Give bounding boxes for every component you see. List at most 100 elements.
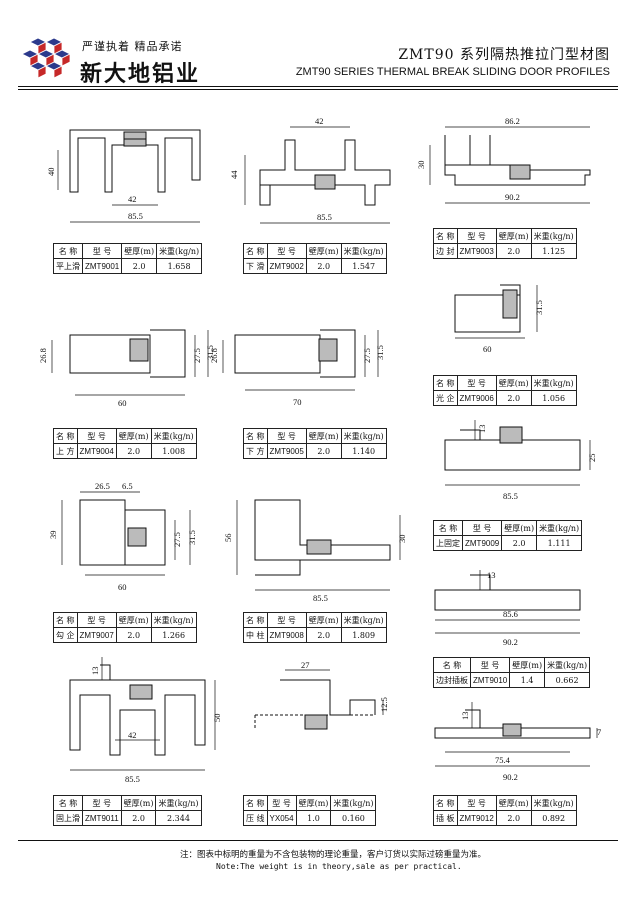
dim-label: 40 [46,168,56,177]
spec-header-cell: 型 号 [461,520,503,536]
spec-thickness-cell: 1.4 [509,672,546,688]
spec-header-row: 名 称型 号壁厚(m)米重(kg/n) [243,243,387,259]
dim-label: 42 [315,116,324,126]
spec-name-cell: 下 方 [243,443,268,459]
spec-name-cell: 插 板 [433,810,458,826]
spec-header-cell: 壁厚(m) [495,375,532,391]
spec-thickness-cell: 2.0 [115,627,152,643]
dim-label: 27.5 [362,348,372,363]
drawing-zmt9009: 13 25 85.5 [444,420,597,501]
spec-header-cell: 名 称 [243,428,268,444]
spec-header-cell: 壁厚(m) [501,520,538,536]
dim-label: 25 [587,454,597,463]
spec-weight-cell: 1.008 [150,443,197,459]
spec-header-cell: 米重(kg/n) [340,612,387,628]
spec-weight-cell: 0.662 [544,672,591,688]
dim-label: 13 [487,570,496,580]
dim-label: 85.5 [125,774,140,784]
spec-code-cell: ZMT9005 [266,443,307,459]
dim-label: 30 [397,535,407,544]
dim-label: 85.5 [128,211,143,221]
drawing-zmt9002: 42 44 85.5 [229,116,391,224]
spec-header-cell: 壁厚(m) [305,428,342,444]
dim-label: 85.5 [317,212,332,222]
spec-header-cell: 名 称 [433,228,458,244]
dim-label: 31.5 [375,345,385,360]
spec-header-cell: 名 称 [243,795,268,811]
spec-header-cell: 米重(kg/n) [155,795,202,811]
dim-label: 44 [229,170,239,179]
drawing-zmt9005: 26.8 27.5 31.5 70 [209,329,385,407]
dim-label: 86.2 [505,116,520,126]
spec-weight-cell: 1.658 [156,258,203,274]
spec-header-cell: 米重(kg/n) [340,243,387,259]
spec-header-cell: 型 号 [266,795,297,811]
spec-header-row: 名 称型 号壁厚(m)米重(kg/n) [433,375,577,391]
spec-code-cell: ZMT9004 [76,443,117,459]
spec-header-cell: 米重(kg/n) [330,795,377,811]
spec-name-cell: 上 方 [53,443,78,459]
spec-header-cell: 名 称 [243,612,268,628]
spec-header-row: 名 称型 号壁厚(m)米重(kg/n) [243,612,387,628]
dim-label: 27.5 [172,532,182,547]
spec-name-cell: 上固定 [433,535,463,551]
spec-code-cell: ZMT9002 [266,258,307,274]
drawing-zmt9003: 86.2 30 90.2 [416,116,591,204]
spec-code-cell: ZMT9003 [456,243,497,259]
spec-weight-cell: 1.111 [536,535,583,551]
spec-weight-cell: 1.547 [340,258,387,274]
spec-header-cell: 壁厚(m) [115,612,152,628]
spec-header-cell: 名 称 [53,428,78,444]
dim-label: 31.5 [187,530,197,545]
spec-weight-cell: 1.056 [530,390,577,406]
dim-label: 6.5 [122,481,133,491]
spec-header-row: 名 称型 号壁厚(m)米重(kg/n) [243,428,387,444]
company-logo [22,38,71,79]
drawing-yx054: 27 12.5 [254,660,389,730]
spec-header-cell: 名 称 [433,795,458,811]
spec-code-cell: ZMT9006 [456,390,497,406]
dim-label: 12.5 [379,697,389,712]
spec-weight-cell: 1.125 [530,243,577,259]
spec-header-cell: 米重(kg/n) [156,243,203,259]
spec-header-row: 名 称型 号壁厚(m)米重(kg/n) [433,795,577,811]
company-name: 新大地铝业 [80,61,201,87]
dim-label: 26.8 [38,348,48,363]
spec-weight-cell: 1.266 [150,627,197,643]
spec-thickness-cell: 2.0 [305,627,342,643]
dim-label: 26.5 [95,481,110,491]
spec-header-cell: 壁厚(m) [509,657,546,673]
drawing-zmt9006: 31.5 60 [454,284,544,354]
spec-code-cell: ZMT9010 [469,672,511,688]
spec-header-cell: 名 称 [53,795,83,811]
spec-weight-cell: 0.892 [530,810,577,826]
spec-header-cell: 型 号 [82,795,122,811]
dim-label: 60 [118,582,127,592]
spec-header-cell: 壁厚(m) [495,228,532,244]
spec-weight-cell: 2.344 [155,810,202,826]
spec-header-row: 名 称型 号壁厚(m)米重(kg/n) [53,612,197,628]
dim-label: 42 [128,730,137,740]
spec-name-cell: 中 柱 [243,627,268,643]
spec-code-cell: ZMT9009 [461,535,503,551]
dim-label: 27 [301,660,310,670]
spec-header-cell: 型 号 [266,243,307,259]
spec-header-cell: 壁厚(m) [495,795,532,811]
dim-label: 90.2 [503,772,518,782]
drawing-zmt9011: 13 50 42 85.5 [69,657,222,784]
spec-header-cell: 名 称 [53,243,83,259]
